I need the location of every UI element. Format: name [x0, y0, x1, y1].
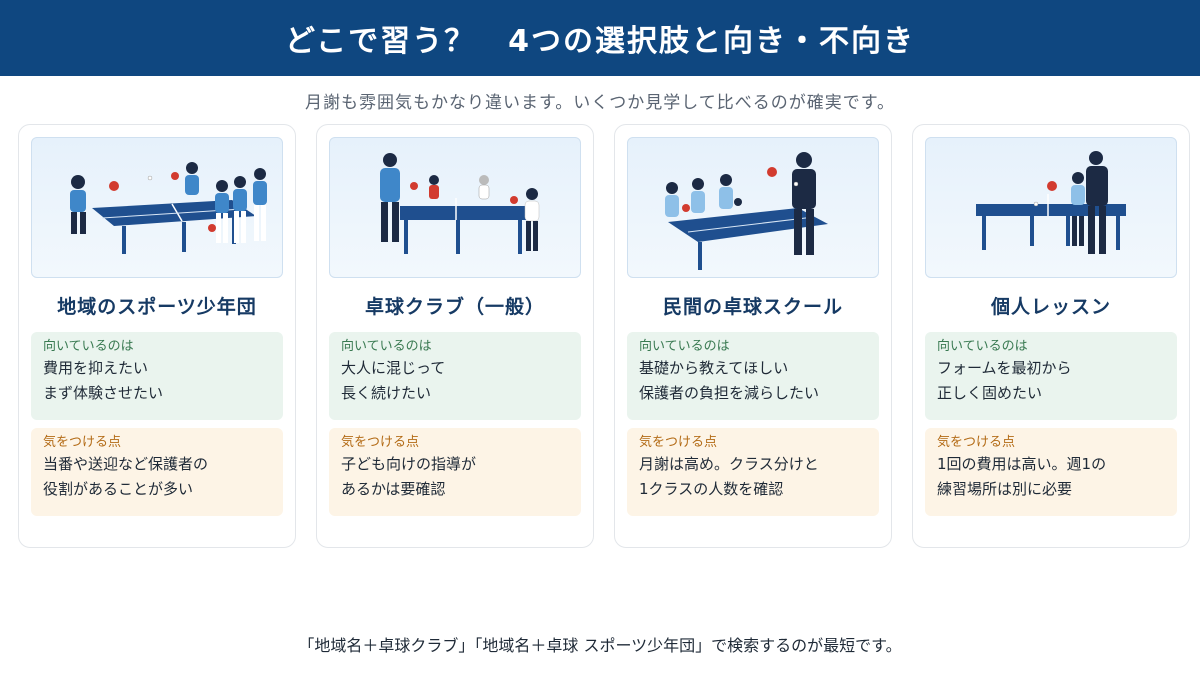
suitable-line: まず体験させたい — [43, 384, 164, 402]
suitable-line: 保護者の負担を減らしたい — [639, 384, 820, 402]
card-title: 個人レッスン — [990, 296, 1111, 318]
one-on-one-lesson-illustration — [925, 137, 1177, 278]
caution-line: 月謝は高め。クラス分けと — [639, 455, 819, 473]
card-general-club: 卓球クラブ（一般） 向いているのは 大人に混じって 長く続けたい 気をつける点 … — [316, 124, 594, 548]
table-tennis-kids-group-illustration — [31, 137, 283, 278]
suitable-box: 向いているのは 基礎から教えてほしい 保護者の負担を減らしたい — [627, 332, 879, 420]
caution-label: 気をつける点 — [43, 435, 122, 450]
suitable-box: 向いているのは 大人に混じって 長く続けたい — [329, 332, 581, 420]
card-private-school: 民間の卓球スクール 向いているのは 基礎から教えてほしい 保護者の負担を減らした… — [614, 124, 892, 548]
caution-line: 役割があることが多い — [43, 480, 194, 498]
card-sports-club: 地域のスポーツ少年団 向いているのは 費用を抑えたい まず体験させたい 気をつけ… — [18, 124, 296, 548]
caution-line: 子ども向けの指導が — [341, 455, 477, 473]
caution-line: 1クラスの人数を確認 — [639, 480, 784, 498]
caution-box: 気をつける点 子ども向けの指導が あるかは要確認 — [329, 428, 581, 516]
caution-line: 練習場所は別に必要 — [937, 480, 1073, 498]
coach-teaching-kids-illustration — [627, 137, 879, 278]
suitable-label: 向いているのは — [43, 339, 134, 354]
card-private-lesson: 個人レッスン 向いているのは フォームを最初から 正しく固めたい 気をつける点 … — [912, 124, 1190, 548]
table-tennis-adults-and-kids-illustration — [329, 137, 581, 278]
caution-line: 当番や送迎など保護者の — [43, 455, 209, 473]
caution-label: 気をつける点 — [639, 435, 718, 450]
caution-box: 気をつける点 1回の費用は高い。週1の 練習場所は別に必要 — [925, 428, 1177, 516]
suitable-line: 費用を抑えたい — [43, 359, 149, 377]
suitable-line: フォームを最初から — [937, 359, 1072, 377]
page-subtitle: 月謝も雰囲気もかなり違います。いくつか見学して比べるのが確実です。 — [304, 93, 896, 113]
caution-line: 1回の費用は高い。週1の — [937, 455, 1107, 473]
suitable-line: 基礎から教えてほしい — [639, 359, 789, 377]
suitable-box: 向いているのは 費用を抑えたい まず体験させたい — [31, 332, 283, 420]
card-title: 地域のスポーツ少年団 — [57, 296, 257, 318]
page-title: どこで習う？ 4つの選択肢と向き・不向き — [285, 24, 915, 59]
option-cards: 地域のスポーツ少年団 向いているのは 費用を抑えたい まず体験させたい 気をつけ… — [18, 124, 1190, 548]
caution-box: 気をつける点 当番や送迎など保護者の 役割があることが多い — [31, 428, 283, 516]
suitable-line: 長く続けたい — [341, 384, 432, 402]
caution-line: あるかは要確認 — [341, 480, 446, 498]
card-title: 卓球クラブ（一般） — [364, 296, 545, 318]
caution-label: 気をつける点 — [341, 435, 420, 450]
caution-label: 気をつける点 — [937, 435, 1016, 450]
suitable-label: 向いているのは — [341, 339, 432, 354]
search-tip-footer: 「地域名＋卓球クラブ」「地域名＋卓球 スポーツ少年団」で検索するのが最短です。 — [298, 636, 902, 655]
suitable-label: 向いているのは — [937, 339, 1028, 354]
caution-box: 気をつける点 月謝は高め。クラス分けと 1クラスの人数を確認 — [627, 428, 879, 516]
suitable-box: 向いているのは フォームを最初から 正しく固めたい — [925, 332, 1177, 420]
card-title: 民間の卓球スクール — [662, 296, 843, 318]
suitable-line: 正しく固めたい — [937, 384, 1043, 402]
suitable-line: 大人に混じって — [341, 359, 446, 377]
suitable-label: 向いているのは — [639, 339, 730, 354]
header-bar: どこで習う？ 4つの選択肢と向き・不向き — [0, 0, 1200, 76]
